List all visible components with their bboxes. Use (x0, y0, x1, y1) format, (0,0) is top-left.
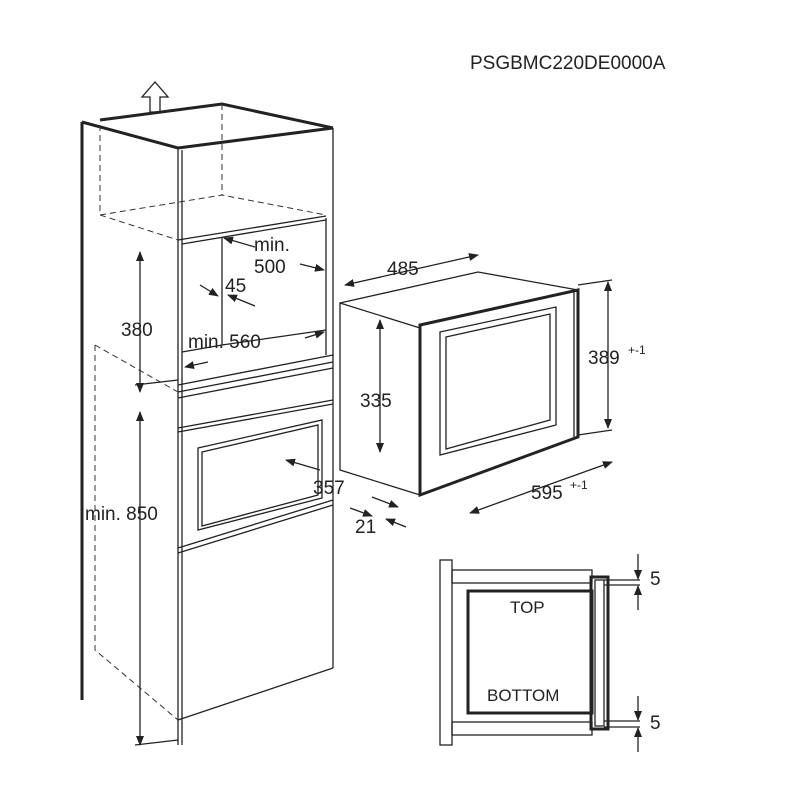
bottom-label: BOTTOM (487, 686, 559, 705)
model-code: PSGBMC220DE0000A (470, 53, 666, 74)
bottom-gap-dimension: 5 (650, 713, 661, 734)
inner-height-dimension: 335 (360, 391, 392, 412)
mounting-detail (439, 554, 642, 752)
appliance-depth-dimension: 485 (387, 259, 419, 280)
appliance-width-tolerance: +-1 (570, 478, 588, 492)
niche-depth-value: 500 (254, 257, 286, 278)
appliance-height-tolerance: +-1 (628, 343, 646, 357)
built-in-microwave (339, 271, 580, 498)
front-thickness-dimension: 21 (355, 517, 376, 538)
top-label: TOP (510, 598, 545, 617)
niche-width-dimension: min. 560 (188, 332, 261, 353)
floor-height-dimension: min. 850 (85, 504, 158, 525)
tall-cabinet (80, 102, 334, 746)
side-gap-dimension: 45 (225, 276, 246, 297)
niche-depth-label: min. (254, 235, 290, 256)
panel-depth-dimension: 357 (313, 478, 345, 499)
niche-height-dimension: 380 (121, 320, 153, 341)
top-gap-dimension: 5 (650, 569, 661, 590)
airflow-up-arrow-icon (140, 81, 170, 113)
appliance-height-dimension: 389 (588, 348, 620, 369)
appliance-width-dimension: 595 (531, 483, 563, 504)
